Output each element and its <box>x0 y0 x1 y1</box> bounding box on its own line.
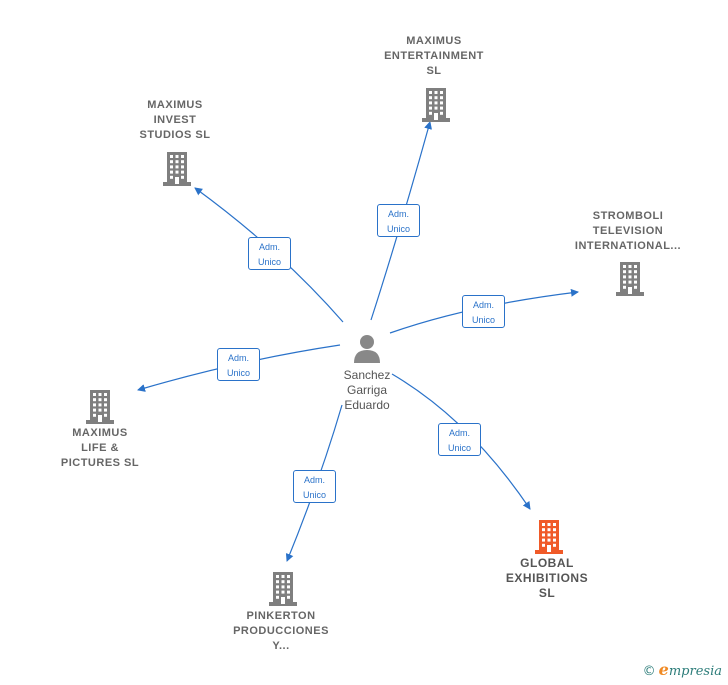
company-name-line: SL <box>426 65 442 77</box>
building-icon[interactable] <box>84 388 116 424</box>
company-name-line: TELEVISION <box>592 225 664 237</box>
empresia-logo-initial: e <box>658 660 669 679</box>
relation-label-line: Adm. <box>258 242 280 252</box>
relation-label-line: Unico <box>386 224 410 234</box>
company-name-line: MAXIMUS <box>72 427 128 439</box>
company-name-line: LIFE & <box>81 442 119 454</box>
company-name-line: PICTURES SL <box>60 457 140 469</box>
company-name-line: PRODUCCIONES <box>233 625 329 637</box>
company-name-line: MAXIMUS <box>406 35 462 47</box>
person-name-line: Eduardo <box>344 398 390 412</box>
empresia-logo-text: mpresia <box>668 664 722 679</box>
relation-label-maximus-entertainment[interactable]: Adm. Unico <box>377 204 420 237</box>
company-name-line: SL <box>538 586 556 600</box>
relation-label-line: Adm. <box>448 428 470 438</box>
relation-label-stromboli-television[interactable]: Adm. Unico <box>462 295 505 328</box>
relation-label-line: Adm. <box>303 475 325 485</box>
company-name-line: STROMBOLI <box>592 210 664 222</box>
relation-label-line: Unico <box>257 257 281 267</box>
building-icon[interactable] <box>533 518 565 554</box>
company-name-line: PINKERTON <box>246 610 316 622</box>
building-icon[interactable] <box>161 150 193 186</box>
building-icon[interactable] <box>614 260 646 296</box>
company-name-stromboli-television[interactable]: STROMBOLI TELEVISION INTERNATIONAL... <box>568 209 688 254</box>
company-name-maximus-life-pictures[interactable]: MAXIMUS LIFE & PICTURES SL <box>45 426 155 471</box>
building-icon[interactable] <box>267 570 299 606</box>
company-name-maximus-entertainment[interactable]: MAXIMUS ENTERTAINMENT SL <box>379 34 489 79</box>
person-icon[interactable] <box>352 333 382 363</box>
company-name-maximus-invest-studios[interactable]: MAXIMUS INVEST STUDIOS SL <box>120 98 230 143</box>
relation-label-global-exhibitions[interactable]: Adm. Unico <box>438 423 481 456</box>
copyright-icon: © <box>642 664 656 679</box>
relation-label-line: Adm. <box>472 300 494 310</box>
relation-label-maximus-invest-studios[interactable]: Adm. Unico <box>248 237 291 270</box>
relation-label-line: Unico <box>226 368 250 378</box>
company-name-line: INTERNATIONAL... <box>574 240 682 252</box>
relation-label-line: Adm. <box>227 353 249 363</box>
company-name-line: ENTERTAINMENT <box>384 50 484 62</box>
company-name-line: EXHIBITIONS <box>505 571 589 585</box>
company-name-line: MAXIMUS <box>147 99 203 111</box>
company-name-line: Y... <box>272 640 290 652</box>
person-name-line: Garriga <box>346 383 387 397</box>
person-name-line: Sanchez <box>343 368 391 382</box>
building-icon[interactable] <box>420 86 452 122</box>
relation-label-line: Unico <box>302 490 326 500</box>
relation-label-pinkerton-producciones[interactable]: Adm. Unico <box>293 470 336 503</box>
company-name-pinkerton-producciones[interactable]: PINKERTON PRODUCCIONES Y... <box>226 609 336 654</box>
relation-label-line: Unico <box>471 315 495 325</box>
company-name-line: GLOBAL <box>520 556 574 570</box>
company-name-line: INVEST <box>153 114 197 126</box>
relation-label-line: Adm. <box>387 209 409 219</box>
relation-label-maximus-life-pictures[interactable]: Adm. Unico <box>217 348 260 381</box>
empresia-watermark: ©empresia <box>643 660 722 679</box>
relation-label-line: Unico <box>447 443 471 453</box>
company-name-line: STUDIOS SL <box>139 129 211 141</box>
